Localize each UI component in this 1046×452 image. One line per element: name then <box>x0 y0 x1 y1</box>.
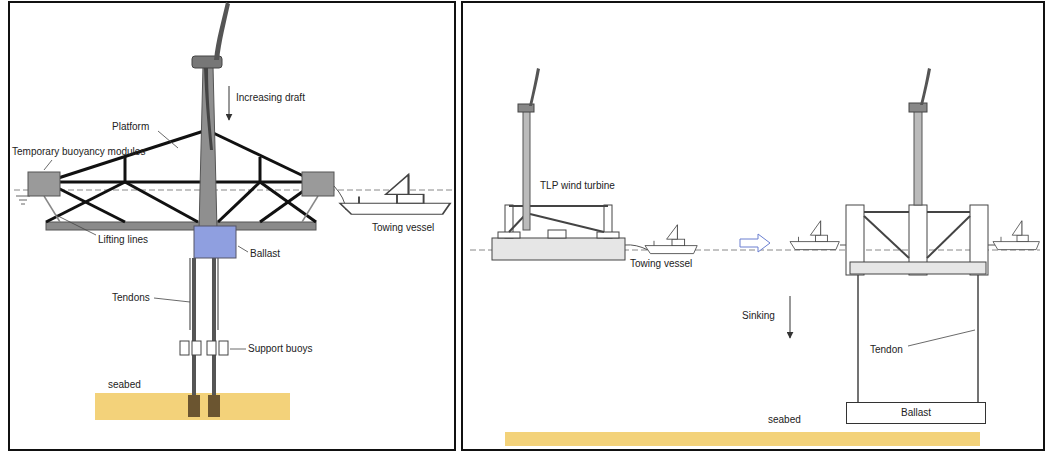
part-label: Towing vessel <box>630 258 692 270</box>
part-label: Lifting lines <box>98 234 148 246</box>
right-illustration <box>470 68 1040 446</box>
part-label: TLP wind turbine <box>540 180 615 192</box>
part-label: Towing vessel <box>372 222 434 234</box>
node-text: Ballast <box>901 407 931 419</box>
part-label: Sinking <box>742 310 775 322</box>
part-label: Temporary buoyancy modules <box>12 146 145 158</box>
panel-frame <box>462 2 1044 450</box>
part-label: Increasing draft <box>236 92 305 104</box>
part-label: Support buoys <box>248 343 313 355</box>
part-label: Platform <box>112 121 149 133</box>
ballast-block: Ballast <box>846 402 986 424</box>
left-illustration <box>14 2 452 420</box>
panel-frame <box>9 2 455 450</box>
part-label: Tendon <box>870 344 903 356</box>
part-label: seabed <box>108 379 141 391</box>
part-label: Ballast <box>250 248 280 260</box>
part-label: seabed <box>768 414 801 426</box>
part-label: Tendons <box>112 292 150 304</box>
